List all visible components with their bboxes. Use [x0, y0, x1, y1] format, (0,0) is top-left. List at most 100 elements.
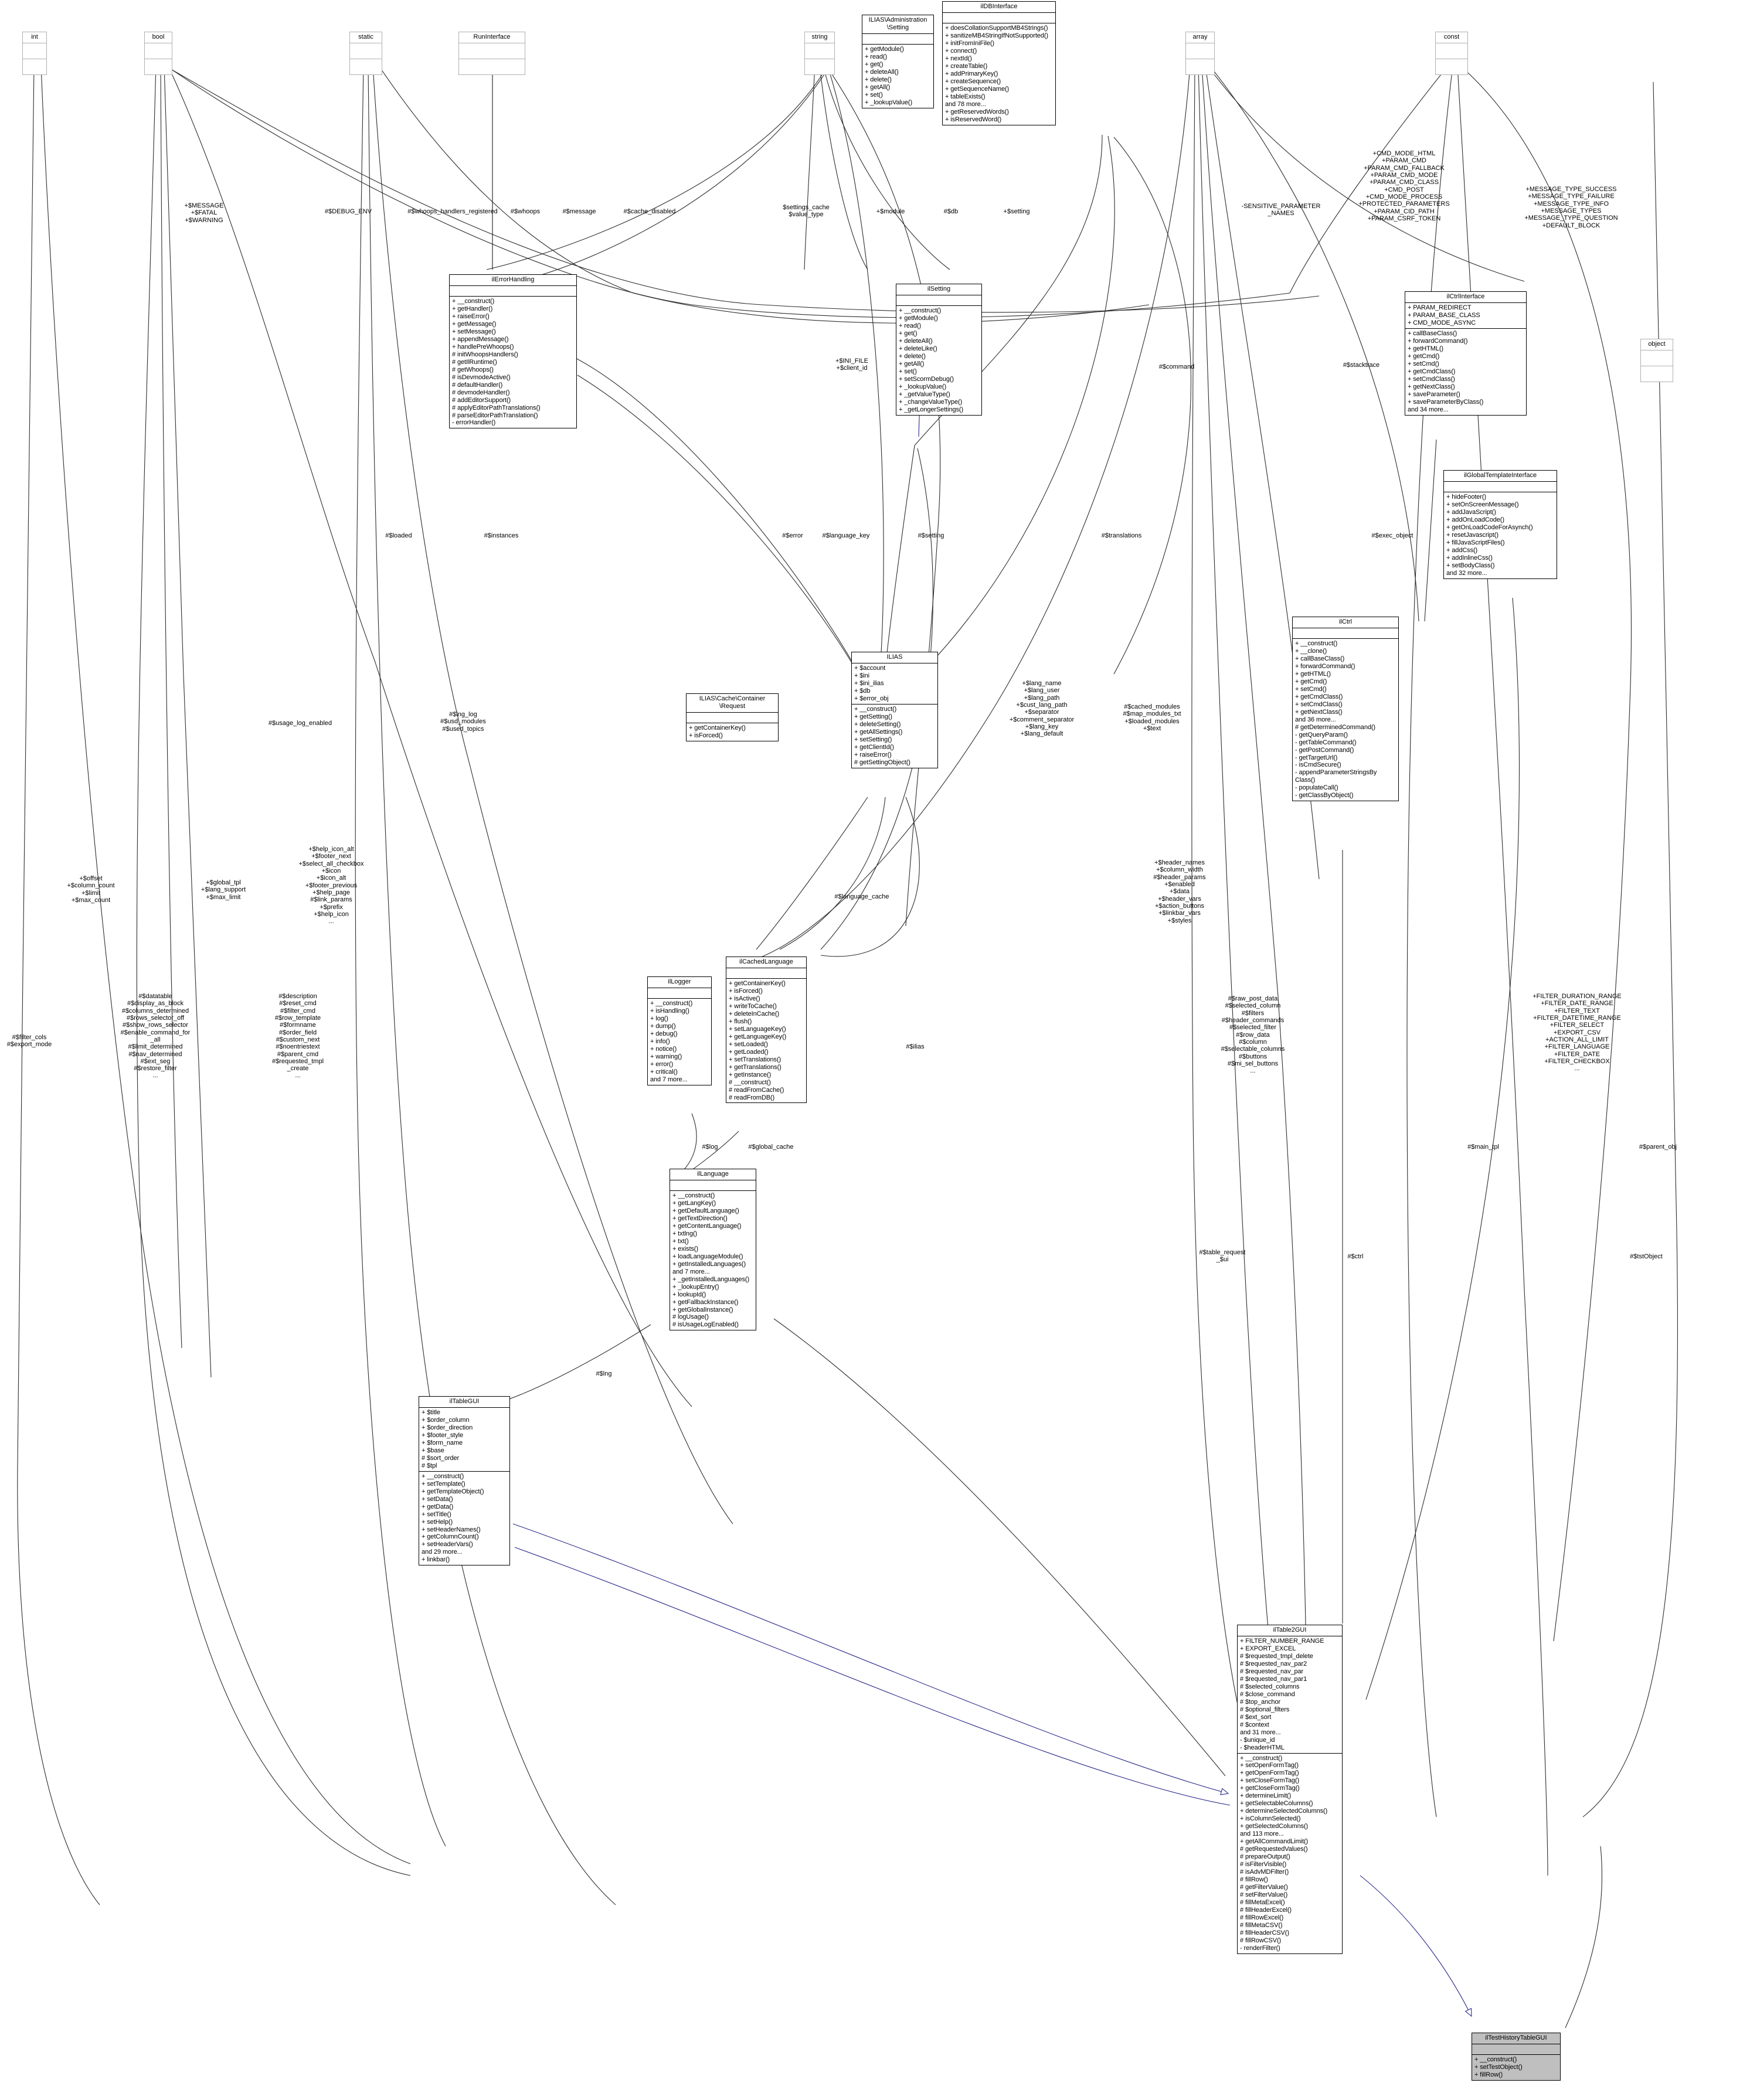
class-operation: + linkbar(): [422, 1556, 450, 1564]
class-node-int[interactable]: int: [22, 32, 47, 75]
class-operation: - errorHandler(): [452, 419, 496, 427]
class-operations: + __construct() + setTestObject() + fill…: [1472, 2054, 1560, 2080]
class-operation: # setFilterValue(): [1240, 1891, 1288, 1898]
class-operations: + __construct() + getLangKey() + getDefa…: [670, 1191, 756, 1330]
class-node-ilias-administration-setting[interactable]: ILIAS\Administration \Setting + getModul…: [862, 15, 934, 108]
edge-label-raw-post-data-block: #$raw_post_data #$selected_column #$filt…: [1221, 995, 1285, 1075]
class-attribute: + CMD_MODE_ASYNC: [1408, 319, 1476, 326]
class-operations: + __construct() + __clone() + callBaseCl…: [1293, 639, 1398, 801]
class-operation: + getNextClass(): [1295, 708, 1343, 716]
class-node-ilerrorhandling[interactable]: ilErrorHandling + __construct() + getHan…: [449, 274, 577, 429]
class-node-bool[interactable]: bool: [144, 32, 172, 75]
class-operation: + warning(): [650, 1053, 682, 1060]
edge-label-global-cache: #$global_cache: [748, 1143, 794, 1151]
class-operations: [459, 59, 525, 74]
class-node-string[interactable]: string: [804, 32, 835, 75]
class-operation: + getModule(): [865, 45, 904, 53]
class-operation: # readFromCache(): [729, 1086, 784, 1094]
class-node-ilias-cache-container-request[interactable]: ILIAS\Cache\Container \Request + getCont…: [686, 693, 779, 741]
class-node-illogger[interactable]: ilLogger + __construct() + isHandling() …: [647, 976, 712, 1085]
class-attributes: [1186, 43, 1214, 59]
class-node-iltablegui[interactable]: ilTableGUI + $title + $order_column + $o…: [419, 1396, 510, 1566]
class-node-iltesthistorytablegui[interactable]: ilTestHistoryTableGUI + __construct() + …: [1472, 2033, 1561, 2081]
class-operation-more: and 32 more...: [1446, 569, 1487, 577]
class-attributes: [450, 286, 576, 297]
class-operation: + forwardCommand(): [1408, 337, 1468, 345]
class-node-ilctrlinterface[interactable]: ilCtrlInterface + PARAM_REDIRECT + PARAM…: [1405, 291, 1527, 416]
class-attribute: + $account: [854, 664, 886, 672]
class-operation: + getContainerKey(): [689, 724, 746, 731]
class-node-illanguage[interactable]: ilLanguage + __construct() + getLangKey(…: [670, 1169, 756, 1331]
class-attribute: # $optional_filters: [1240, 1706, 1290, 1713]
class-operation: + __construct(): [672, 1192, 715, 1199]
edge-label-message-type-block: +MESSAGE_TYPE_SUCCESS +MESSAGE_TYPE_FAIL…: [1524, 186, 1618, 229]
edge-label-sensitive-parameter-names: -SENSITIVE_PARAMETER _NAMES: [1241, 203, 1321, 217]
class-operation: + getDefaultLanguage(): [672, 1207, 739, 1214]
class-operation: + callBaseClass(): [1295, 655, 1345, 662]
class-attributes: [23, 43, 46, 59]
class-operation: + getNextClass(): [1408, 383, 1455, 390]
class-attributes: [1472, 2044, 1560, 2055]
class-operation: + debug(): [650, 1030, 678, 1037]
class-operation: # fillRow(): [1240, 1876, 1268, 1883]
class-node-ilcachedlanguage[interactable]: ilCachedLanguage + getContainerKey() + i…: [726, 957, 807, 1104]
class-operation: # getFilterValue(): [1240, 1883, 1288, 1891]
class-operation: + appendMessage(): [452, 335, 509, 343]
edge-label-message-fatal-warning: +$MESSAGE +$FATAL +$WARNING: [184, 202, 224, 224]
class-title: ilDBInterface: [943, 2, 1055, 13]
edge-label-language-key: #$language_key: [822, 532, 870, 539]
class-operation: + notice(): [650, 1045, 677, 1053]
class-operation: + setOnScreenMessage(): [1446, 501, 1519, 508]
class-node-array[interactable]: array: [1185, 32, 1215, 75]
class-operation: # fillHeaderCSV(): [1240, 1929, 1289, 1936]
class-operation: # initWhoopsHandlers(): [452, 350, 518, 358]
class-operation: + setBodyClass(): [1446, 561, 1495, 569]
class-title: ilGlobalTemplateInterface: [1444, 471, 1557, 482]
class-operations: + __construct() + setOpenFormTag() + get…: [1238, 1754, 1342, 1953]
class-attributes: [943, 13, 1055, 23]
class-operation: + info(): [650, 1037, 670, 1045]
class-operation: + getFallbackInstance(): [672, 1298, 739, 1306]
class-operation: - getTargetUrl(): [1295, 754, 1338, 761]
class-title: ilCtrlInterface: [1405, 292, 1526, 303]
edge-label-filter-duration-block: +FILTER_DURATION_RANGE +FILTER_DATE_RANG…: [1532, 993, 1622, 1073]
class-node-runinterface[interactable]: RunInterface: [458, 32, 525, 75]
class-operation: + delete(): [865, 76, 892, 83]
class-operation: + _lookupEntry(): [672, 1283, 719, 1291]
class-operation: + read(): [865, 53, 888, 60]
class-attributes: [670, 1180, 756, 1191]
class-operation: + resetJavascript(): [1446, 531, 1498, 539]
class-operation: + _changeValueType(): [899, 398, 963, 406]
class-node-object[interactable]: object: [1640, 339, 1673, 382]
class-attribute: # $top_anchor: [1240, 1698, 1281, 1706]
class-operation: + getSequenceName(): [945, 85, 1010, 93]
class-operation: + handlePreWhoops(): [452, 343, 514, 350]
class-operation: + getContainerKey(): [729, 979, 786, 987]
class-node-ilglobaltemplateinterface[interactable]: ilGlobalTemplateInterface + hideFooter()…: [1443, 470, 1557, 579]
class-attributes: [687, 713, 778, 723]
class-operation: # fillMetaExcel(): [1240, 1898, 1285, 1906]
class-operation: + getGlobalInstance(): [672, 1306, 733, 1313]
class-node-ilsetting[interactable]: ilSetting + __construct() + getModule() …: [896, 284, 982, 416]
edge-label-command: #$command: [1158, 363, 1195, 370]
class-operations: + getContainerKey() + isForced() + isAct…: [726, 979, 806, 1103]
class-operation: + getInstalledLanguages(): [672, 1260, 746, 1268]
class-node-const[interactable]: const: [1435, 32, 1468, 75]
class-attributes: [726, 968, 806, 979]
class-operation: + getContentLanguage(): [672, 1222, 742, 1230]
class-operation-more: and 113 more...: [1240, 1830, 1284, 1838]
edge-label-ctrl: #$ctrl: [1347, 1253, 1364, 1260]
class-operations: [1436, 59, 1467, 74]
edge-label-help-icon-block: +$help_icon_alt +$footer_next +$select_a…: [298, 846, 364, 925]
class-operation: + critical(): [650, 1068, 678, 1075]
class-attributes: [145, 43, 172, 59]
class-node-static[interactable]: static: [349, 32, 382, 75]
class-node-ildbinterface[interactable]: ilDBInterface + doesCollationSupportMB4S…: [942, 1, 1056, 125]
edge-label-db: #$db: [943, 208, 959, 215]
class-operation: + setLanguageKey(): [729, 1025, 786, 1033]
class-operation: + getOpenFormTag(): [1240, 1769, 1299, 1777]
class-node-ilctrl[interactable]: ilCtrl + __construct() + __clone() + cal…: [1292, 617, 1399, 802]
class-operation: + exists(): [672, 1245, 698, 1252]
class-node-ilias[interactable]: ILIAS + $account + $ini + $ini_ilias + $…: [851, 652, 938, 768]
class-node-iltable2gui[interactable]: ilTable2GUI + FILTER_NUMBER_RANGE + EXPO…: [1237, 1625, 1343, 1954]
